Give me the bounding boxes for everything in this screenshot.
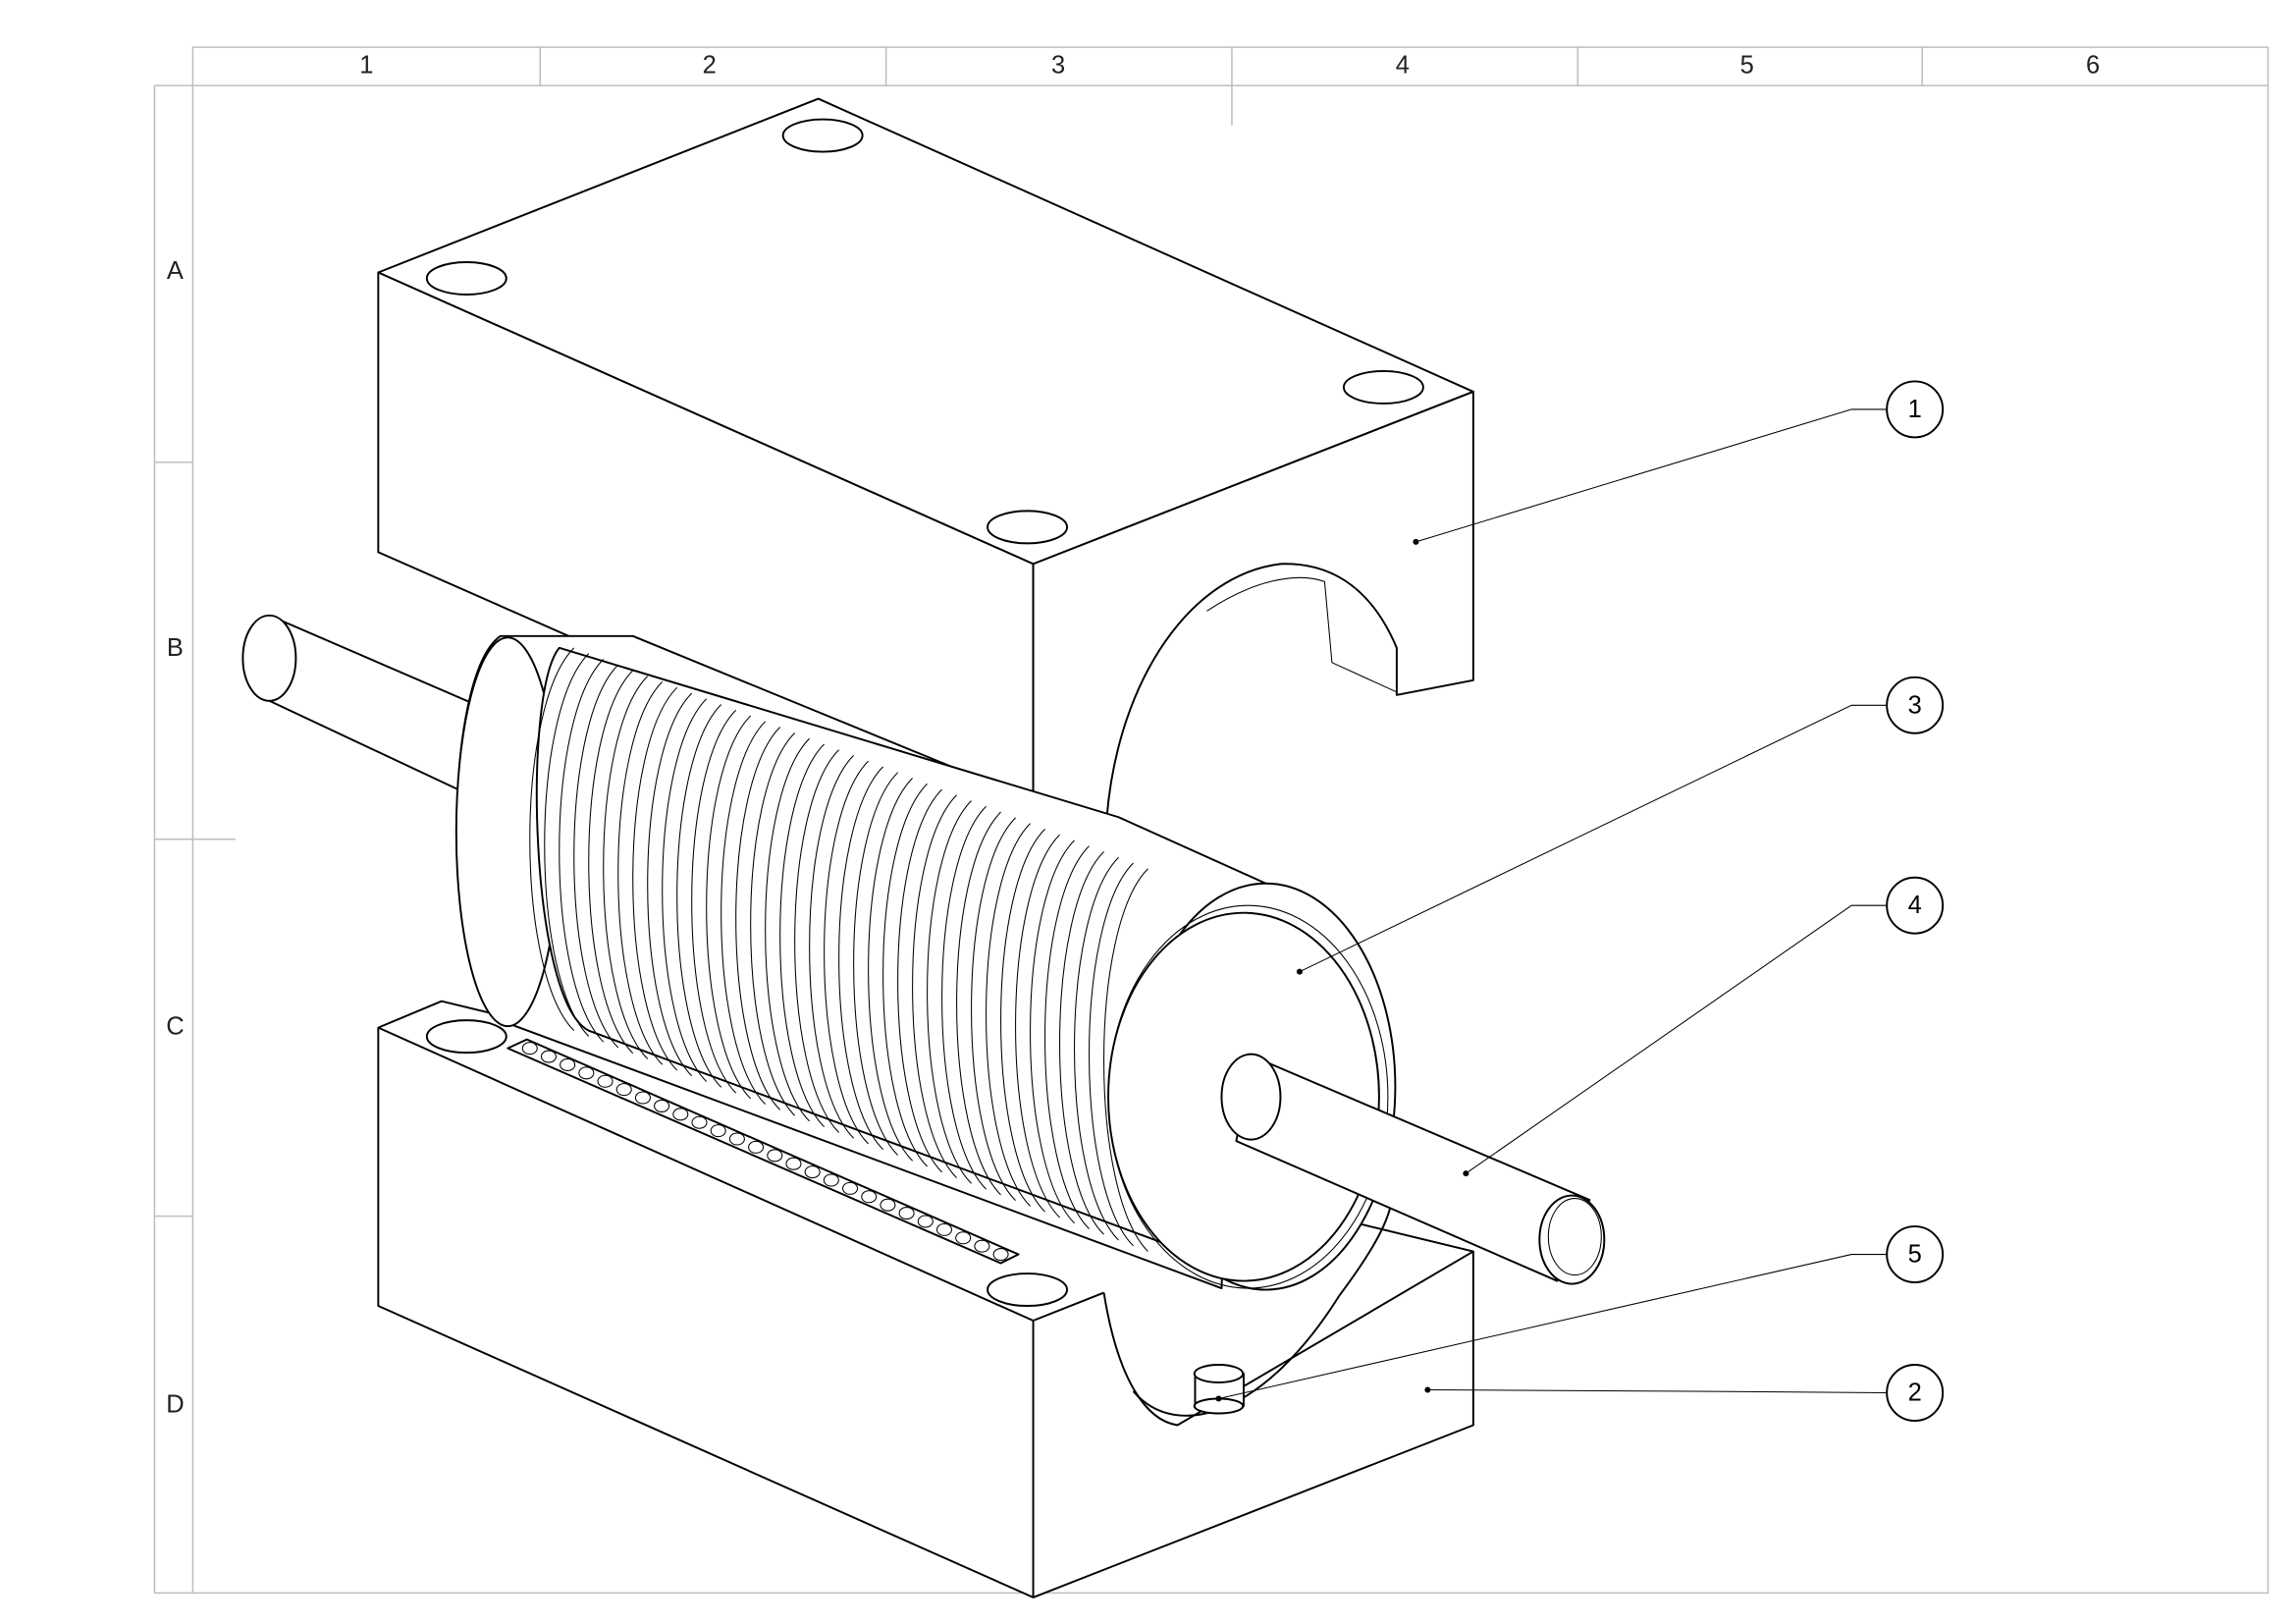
groove-tooth (823, 1173, 839, 1187)
winding-line (838, 766, 883, 1151)
winding-line (676, 704, 722, 1088)
row-label: A (167, 257, 184, 285)
winding-line (853, 772, 898, 1156)
winding-line (927, 800, 972, 1184)
row-label: C (166, 1012, 184, 1040)
coil-spool (241, 614, 1606, 1291)
winding-line (794, 749, 840, 1133)
winding-line (647, 692, 693, 1077)
winding-line (824, 760, 869, 1145)
coil-windings (529, 647, 1148, 1252)
groove-tooth (691, 1115, 708, 1129)
groove-tooth (578, 1066, 595, 1080)
groove-tooth (597, 1074, 614, 1088)
balloon-5: 5 (1215, 1225, 1945, 1402)
column-label: 1 (359, 51, 373, 79)
column-label: 3 (1051, 51, 1065, 79)
winding-line (809, 755, 855, 1139)
groove-tooth (748, 1140, 765, 1154)
winding-line (588, 670, 634, 1055)
groove-tooth (767, 1149, 783, 1163)
winding-line (986, 823, 1031, 1207)
column-label: 2 (703, 51, 717, 79)
groove-tooth (804, 1165, 821, 1179)
groove-teeth (521, 1042, 1009, 1262)
groove-tooth (728, 1132, 745, 1146)
groove-tooth (974, 1239, 990, 1253)
balloon-number: 3 (1908, 691, 1922, 719)
winding-line (765, 737, 811, 1122)
groove-tooth (521, 1042, 538, 1056)
winding-line (559, 658, 605, 1043)
winding-line (1000, 828, 1045, 1213)
winding-line (897, 788, 942, 1173)
winding-line (573, 664, 619, 1049)
winding-line (617, 681, 664, 1065)
winding-line (1030, 839, 1075, 1224)
column-label: 6 (2086, 51, 2100, 79)
right-shaft (1220, 1053, 1606, 1285)
groove-tooth (540, 1050, 557, 1063)
left-shaft (241, 614, 509, 804)
winding-line (971, 817, 1016, 1202)
balloon-3: 3 (1296, 676, 1945, 975)
groove-tooth (785, 1157, 802, 1170)
winding-line (779, 743, 826, 1128)
column-label: 4 (1396, 51, 1410, 79)
winding-line (529, 647, 575, 1032)
pin-part-5 (1193, 1364, 1245, 1415)
winding-line (750, 731, 796, 1116)
groove-tooth (615, 1083, 632, 1097)
groove-tooth (842, 1181, 859, 1195)
balloon-number: 4 (1908, 892, 1922, 919)
winding-line (691, 709, 737, 1094)
groove-tooth (654, 1099, 670, 1112)
balloon-2: 2 (1424, 1364, 1945, 1422)
groove-tooth (861, 1190, 878, 1204)
balloon-number: 2 (1908, 1379, 1922, 1406)
row-label: D (166, 1391, 184, 1419)
lower-housing-block (377, 1000, 1474, 1598)
winding-line (1089, 862, 1134, 1247)
winding-line (868, 778, 913, 1162)
groove-tooth (634, 1091, 651, 1105)
winding-line (735, 727, 781, 1110)
balloon-1: 1 (1413, 380, 1945, 545)
groove-tooth (935, 1222, 953, 1236)
row-label: B (167, 634, 184, 662)
winding-line (603, 676, 649, 1059)
groove-tooth (880, 1198, 896, 1212)
winding-line (721, 721, 767, 1105)
winding-line (912, 794, 957, 1178)
winding-line (941, 805, 987, 1190)
winding-line (1059, 851, 1104, 1235)
groove-tooth (710, 1124, 726, 1138)
column-labels: 1 2 3 4 5 6 (359, 51, 2100, 79)
winding-line (956, 811, 1001, 1196)
drawing-border (153, 46, 2269, 1595)
winding-line (1103, 868, 1148, 1252)
winding-line (706, 715, 752, 1100)
winding-line (1015, 834, 1060, 1218)
groove-tooth (955, 1231, 972, 1245)
balloon-number: 1 (1908, 396, 1922, 423)
groove-tooth (560, 1057, 576, 1071)
winding-line (632, 686, 678, 1071)
winding-line (882, 783, 928, 1167)
groove-tooth (898, 1207, 915, 1220)
groove-tooth (672, 1108, 689, 1121)
winding-line (544, 653, 590, 1037)
winding-line (1074, 856, 1119, 1241)
balloon-4: 4 (1463, 876, 1945, 1177)
groove-tooth (992, 1248, 1009, 1262)
winding-line (1044, 845, 1090, 1229)
balloon-callouts: 1 3 4 5 2 (1215, 380, 1945, 1422)
balloon-number: 5 (1908, 1241, 1922, 1269)
upper-housing-block (377, 97, 1474, 842)
winding-line (662, 698, 708, 1082)
row-labels: A B C D (166, 257, 184, 1419)
groove-tooth (917, 1215, 934, 1228)
column-label: 5 (1740, 51, 1754, 79)
